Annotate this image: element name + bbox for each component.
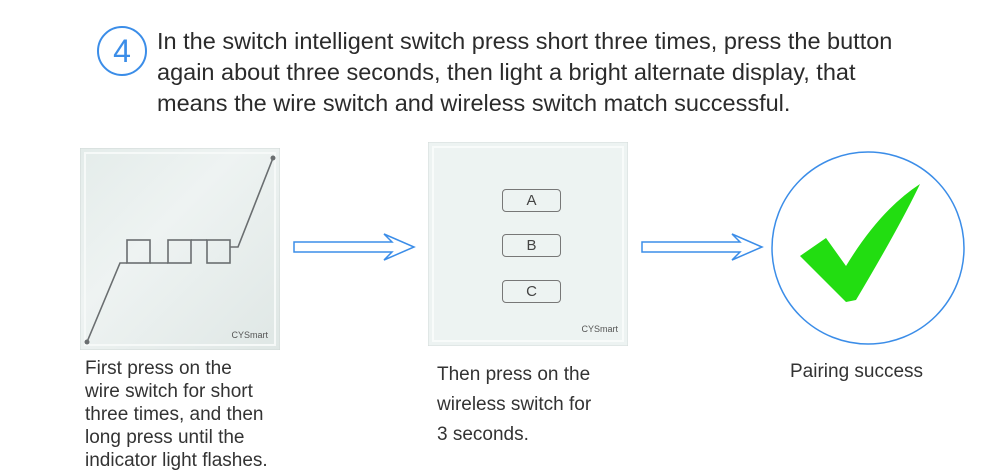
instruction-line: means the wire switch and wireless switc… bbox=[157, 90, 791, 116]
instruction-line: again about three seconds, then light a … bbox=[157, 59, 856, 85]
step-number-badge: 4 bbox=[97, 26, 147, 76]
caption-line: wire switch for short bbox=[85, 381, 253, 402]
arrow-icon bbox=[293, 233, 416, 261]
caption-line: First press on the bbox=[85, 358, 232, 379]
instruction-line: In the switch intelligent switch press s… bbox=[157, 28, 893, 54]
brand-label: CYSmart bbox=[231, 330, 268, 340]
caption-wire-switch: First press on the wire switch for short… bbox=[85, 357, 268, 472]
wireless-switch-panel: A B C CYSmart bbox=[428, 142, 628, 346]
caption-line: Then press on the bbox=[437, 364, 591, 385]
caption-line: Pairing success bbox=[790, 361, 924, 382]
caption-wireless-switch: Then press on the wireless switch for 3 … bbox=[437, 360, 591, 450]
brand-label: CYSmart bbox=[581, 324, 618, 334]
wireless-button-a: A bbox=[502, 189, 561, 212]
caption-line: long press until the bbox=[85, 427, 245, 448]
wireless-button-c: C bbox=[502, 280, 561, 303]
caption-success: Pairing success bbox=[790, 360, 923, 383]
wire-switch-panel: CYSmart bbox=[80, 148, 280, 350]
instruction-text: In the switch intelligent switch press s… bbox=[157, 26, 997, 119]
caption-line: wireless switch for bbox=[437, 394, 592, 415]
caption-line: indicator light flashes. bbox=[85, 450, 268, 471]
wireless-button-b: B bbox=[502, 234, 561, 257]
checkmark-icon bbox=[800, 184, 920, 302]
arrow-icon bbox=[641, 233, 764, 261]
caption-line: 3 seconds. bbox=[437, 424, 529, 445]
success-circle bbox=[771, 151, 965, 345]
caption-line: three times, and then bbox=[85, 404, 264, 425]
